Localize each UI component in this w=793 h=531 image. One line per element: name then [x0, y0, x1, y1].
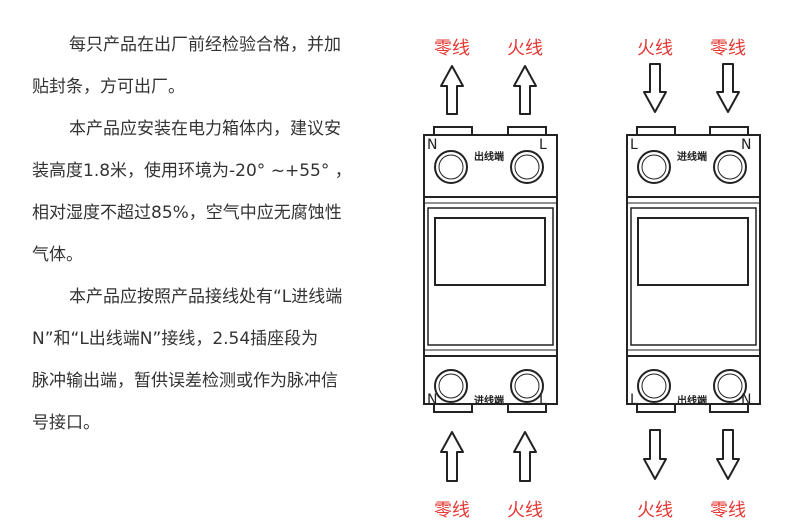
terminal-screw-icon: [514, 373, 540, 399]
installation-notes: 每只产品在出厂前经检验合格，并加 贴封条，方可出厂。 本产品应安装在电力箱体内，…: [32, 24, 392, 444]
lcd-display: [637, 217, 749, 286]
arrow-up-icon: [440, 431, 464, 482]
note-line: 相对湿度不超过85%，空气中应无腐蚀性: [32, 203, 342, 223]
right-bottom-label-neutral: 零线: [710, 500, 746, 521]
arrow-down-icon: [716, 63, 740, 113]
left-meter-group: 零线 火线 N L 出线端: [423, 38, 558, 521]
terminal-screw-icon: [641, 373, 667, 399]
terminal-screw-icon: [637, 369, 671, 403]
left-top-label-live: 火线: [507, 38, 543, 59]
terminal-label-n: N: [741, 392, 751, 408]
terminal-label-l: L: [630, 137, 638, 153]
outlet-terminal-caption: 出线端: [677, 394, 707, 407]
right-meter-body: L N 进线端 L N 出线端: [626, 126, 761, 413]
lcd-display: [434, 217, 546, 286]
terminal-label-n: N: [427, 137, 437, 153]
inlet-terminal-caption: 进线端: [474, 394, 504, 407]
note-line: 贴封条，方可出厂。: [32, 77, 185, 97]
left-bottom-arrows: [440, 431, 537, 482]
left-bottom-label-neutral: 零线: [434, 500, 470, 521]
arrow-up-icon: [513, 65, 537, 115]
right-top-arrows: [643, 63, 740, 113]
terminal-screw-icon: [713, 369, 747, 403]
terminal-screw-icon: [434, 150, 468, 184]
terminal-label-n: N: [427, 392, 437, 408]
note-line: N”和“L出线端N”接线，2.54插座段为: [32, 329, 319, 349]
terminal-screw-icon: [641, 154, 667, 180]
note-line: 本产品应安装在电力箱体内，建议安: [69, 119, 341, 139]
terminal-screw-icon: [717, 154, 743, 180]
arrow-down-icon: [643, 63, 667, 113]
terminal-label-n: N: [741, 137, 751, 153]
terminal-label-l: L: [539, 392, 547, 408]
arrow-down-icon: [643, 429, 667, 480]
note-line: 脉冲输出端，暂供误差检测或作为脉冲信: [32, 371, 338, 391]
note-line: 每只产品在出厂前经检验合格，并加: [69, 35, 341, 55]
terminal-screw-icon: [438, 373, 464, 399]
right-bottom-label-live: 火线: [637, 500, 673, 521]
arrow-up-icon: [513, 431, 537, 482]
note-line: 号接口。: [32, 413, 100, 433]
arrow-down-icon: [716, 429, 740, 480]
note-line: 气体。: [32, 245, 83, 265]
left-top-label-neutral: 零线: [434, 38, 470, 59]
right-top-label-live: 火线: [637, 38, 673, 59]
note-paragraph-2: 本产品应安装在电力箱体内，建议安 装高度1.8米，使用环境为-20° ~+55°…: [32, 108, 392, 276]
inlet-terminal-caption: 进线端: [677, 150, 707, 163]
right-top-label-neutral: 零线: [710, 38, 746, 59]
note-paragraph-3: 本产品应按照产品接线处有“L进线端 N”和“L出线端N”接线，2.54插座段为 …: [32, 276, 392, 444]
terminal-screw-icon: [510, 369, 544, 403]
arrow-up-icon: [440, 65, 464, 115]
terminal-screw-icon: [717, 373, 743, 399]
left-meter-body: N L 出线端 N L 进线端: [423, 126, 558, 413]
terminal-label-l: L: [539, 137, 547, 153]
terminal-screw-icon: [438, 154, 464, 180]
right-bottom-arrows: [643, 429, 740, 480]
terminal-label-l: L: [630, 392, 638, 408]
outlet-terminal-caption: 出线端: [474, 150, 504, 163]
right-meter-group: 火线 零线 L N 进线端: [626, 38, 761, 521]
terminal-screw-icon: [637, 150, 671, 184]
left-top-arrows: [440, 65, 537, 115]
terminal-screw-icon: [434, 369, 468, 403]
terminal-screw-icon: [510, 150, 544, 184]
left-bottom-label-live: 火线: [507, 500, 543, 521]
note-line: 装高度1.8米，使用环境为-20° ~+55° ，: [32, 161, 352, 181]
note-line: 本产品应按照产品接线处有“L进线端: [69, 287, 343, 307]
note-paragraph-1: 每只产品在出厂前经检验合格，并加 贴封条，方可出厂。: [32, 24, 392, 108]
terminal-screw-icon: [713, 150, 747, 184]
terminal-screw-icon: [514, 154, 540, 180]
